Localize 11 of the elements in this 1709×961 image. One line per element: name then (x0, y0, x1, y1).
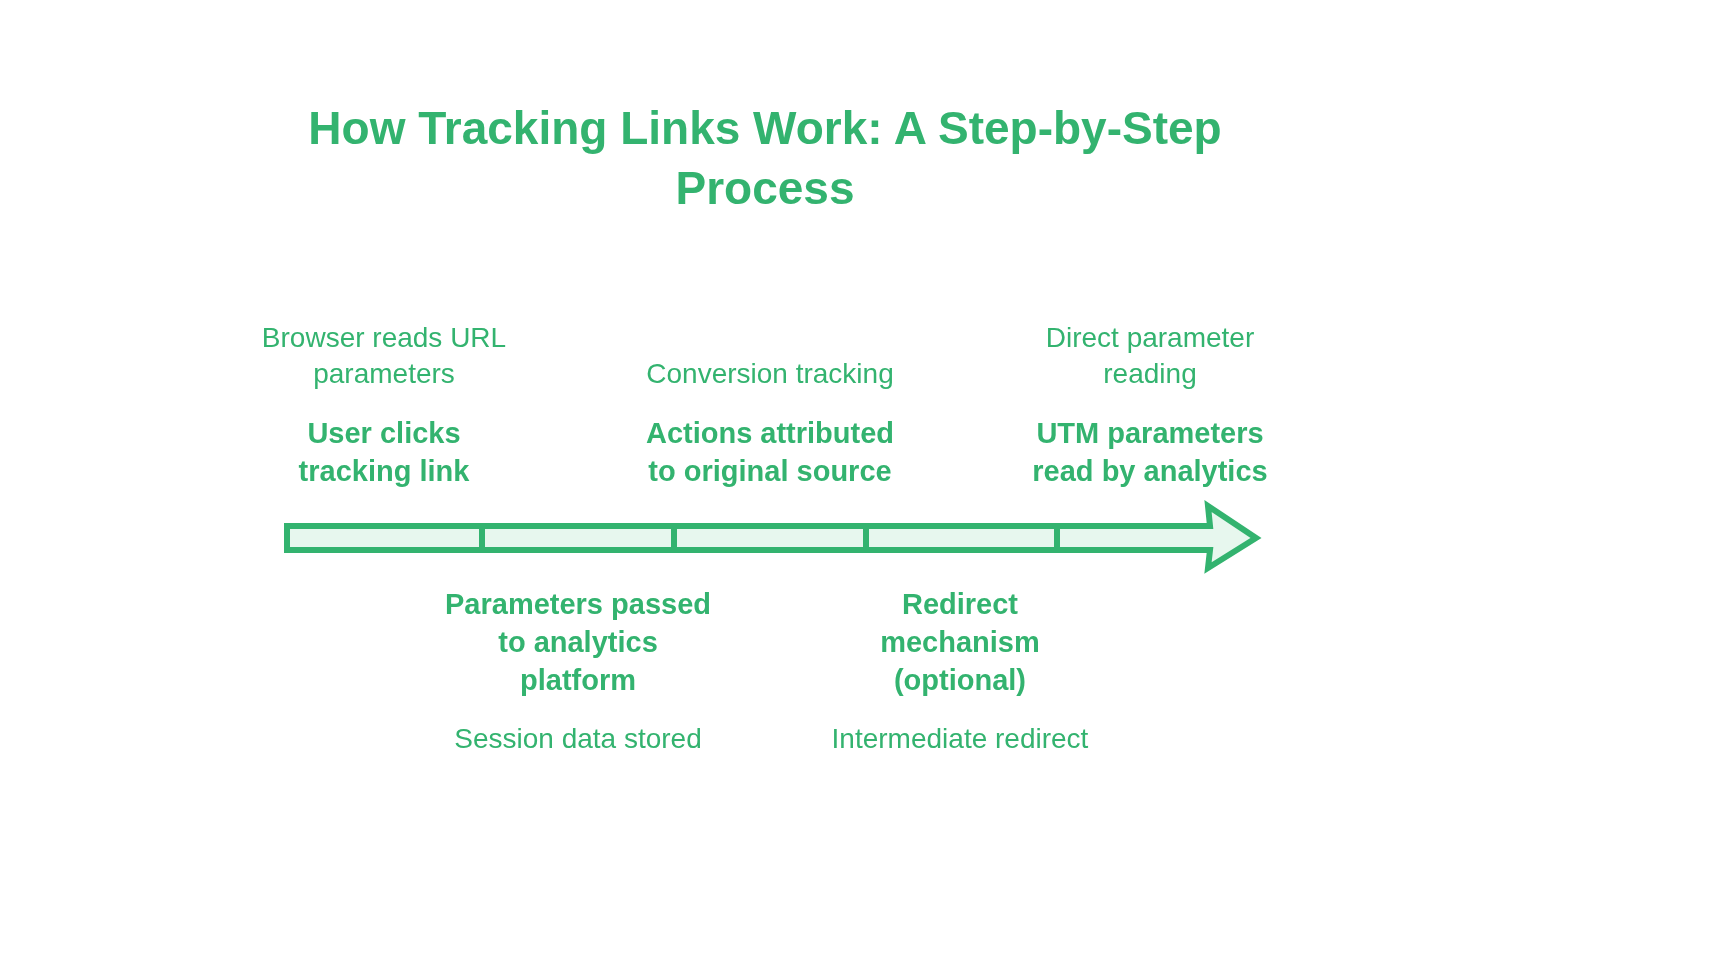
step-description: Browser reads URL parameters (260, 321, 508, 391)
title: How Tracking Links Work: A Step-by-Step Process (307, 101, 1223, 216)
step-description: Conversion tracking (645, 357, 895, 391)
step-description: Session data stored (453, 722, 703, 756)
step-heading: Actions attributed to original source (644, 416, 896, 489)
step-heading: Redirect mechanism (optional) (879, 587, 1041, 698)
step-description: Intermediate redirect (830, 722, 1090, 756)
step-heading: User clicks tracking link (297, 416, 471, 489)
step-description: Direct parameter reading (1044, 321, 1256, 391)
step-heading: UTM parameters read by analytics (1031, 416, 1269, 489)
step-heading: Parameters passed to analytics platform (444, 587, 712, 698)
